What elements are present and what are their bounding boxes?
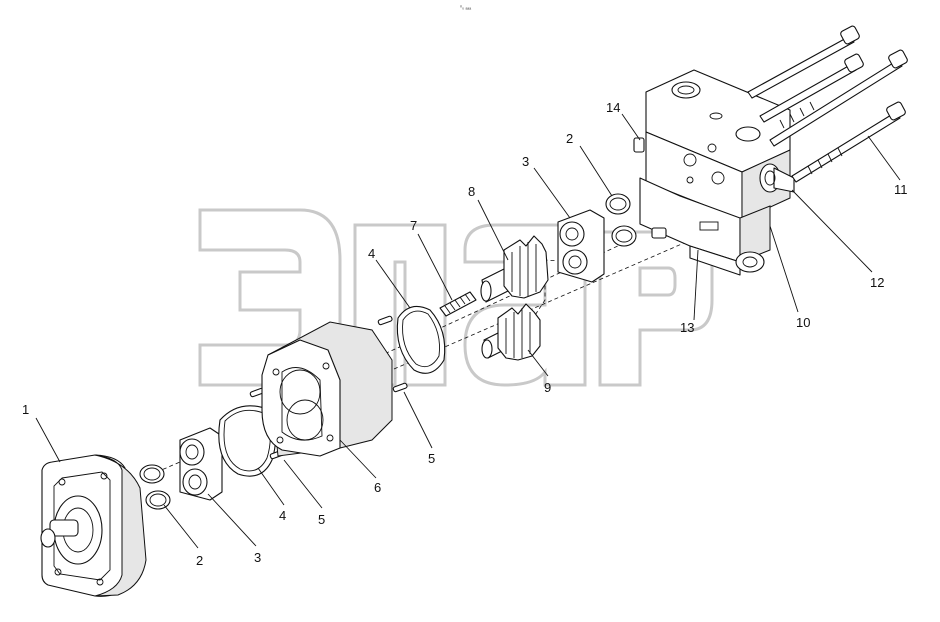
driven-gear-part — [481, 303, 541, 361]
bearing-block-right — [557, 209, 605, 283]
callout-8: 8 — [468, 184, 475, 199]
seal-ring-left — [139, 464, 171, 510]
callout-7: 7 — [410, 218, 417, 233]
bolt-1 — [747, 25, 860, 99]
callout-3-right: 3 — [522, 154, 529, 169]
bolt-4 — [791, 101, 906, 183]
callout-11: 11 — [894, 182, 908, 197]
callout-4-left: 4 — [279, 508, 286, 523]
leader-lines — [35, 113, 901, 549]
callout-12: 12 — [870, 275, 884, 290]
callout-9: 9 — [544, 380, 551, 395]
callout-3-left: 3 — [254, 550, 261, 565]
callout-2-right: 2 — [566, 131, 573, 146]
fitting-plug-part — [759, 163, 795, 193]
tie-bolts-part — [747, 25, 908, 183]
bolt-2 — [759, 53, 864, 123]
callout-1: 1 — [22, 402, 29, 417]
o-ring-right — [396, 305, 446, 374]
callout-13: 13 — [680, 320, 694, 335]
o-ring-left — [218, 405, 277, 477]
front-cover-part — [40, 454, 147, 597]
callout-2-left: 2 — [196, 553, 203, 568]
seal-ring-right — [605, 193, 637, 247]
callout-5-left: 5 — [318, 512, 325, 527]
pump-housing-part — [261, 321, 393, 457]
callout-14: 14 — [606, 100, 620, 115]
callout-6: 6 — [374, 480, 381, 495]
bolt-3 — [769, 49, 908, 147]
callout-labels: 1 2 3 4 5 6 5 4 7 8 9 3 2 14 13 10 12 11 — [22, 100, 908, 568]
drive-gear-part — [480, 235, 549, 303]
callout-10: 10 — [796, 315, 810, 330]
callout-4-right: 4 — [368, 246, 375, 261]
callout-5-right: 5 — [428, 451, 435, 466]
bearing-block-left — [179, 427, 223, 501]
drive-shaft-part — [439, 291, 477, 317]
header-note: ⁰₀ ₐₐₐ — [460, 5, 471, 11]
